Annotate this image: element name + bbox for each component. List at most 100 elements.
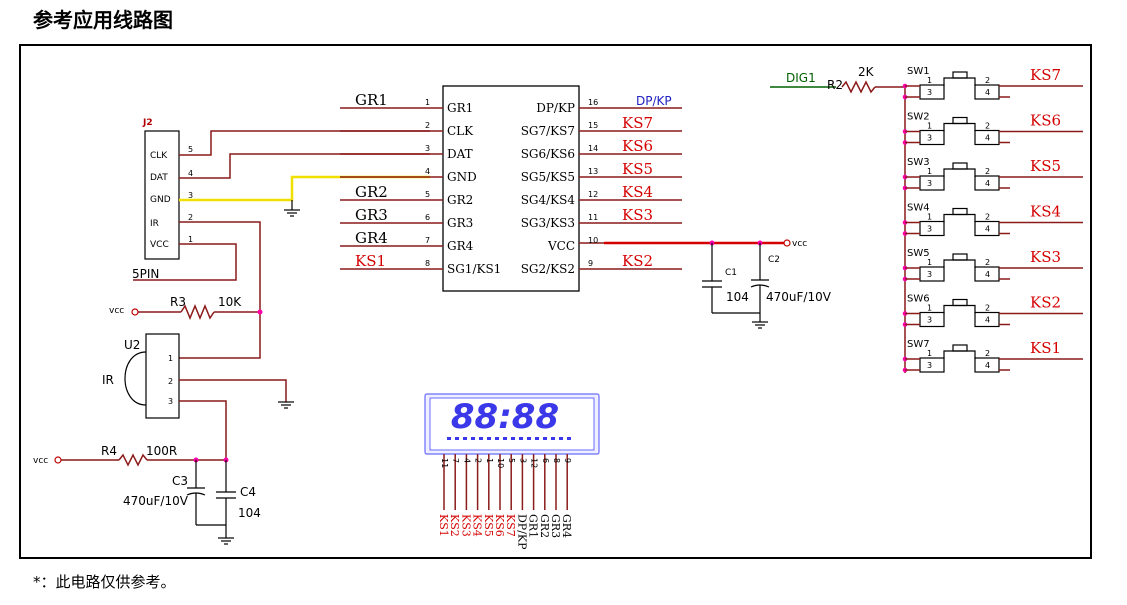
switch-pin: 3 xyxy=(927,179,932,188)
display-pin-label: GR4 xyxy=(560,514,573,538)
switch-pin: 4 xyxy=(985,361,990,370)
ic-pin-name: SG3/KS3 xyxy=(521,216,575,230)
ic-right-net-label: KS2 xyxy=(622,252,653,270)
switch-ref: SW7 xyxy=(907,339,930,350)
switch-net-label: KS6 xyxy=(1030,112,1061,130)
switch-outline xyxy=(919,220,945,237)
ic-pin-name: VCC xyxy=(547,239,575,253)
j2-pin-name-ir: IR xyxy=(150,219,159,229)
display-pin-label: GR2 xyxy=(538,514,551,538)
switch-contact xyxy=(943,122,976,132)
switch-pin: 2 xyxy=(985,167,990,176)
switch-actuator xyxy=(952,162,968,170)
c3-value: 470uF/10V xyxy=(123,494,189,508)
switch-contact xyxy=(943,77,976,86)
switch-actuator xyxy=(952,207,968,216)
switch-actuator xyxy=(952,298,968,307)
ic-pin-number: 6 xyxy=(425,213,430,222)
ic-pin-number: 5 xyxy=(425,190,430,199)
display-pin-number: 11 xyxy=(440,458,449,468)
switch-contact xyxy=(943,304,976,314)
u2-ir-receiver: U2 IR 1 2 3 xyxy=(102,333,294,460)
switch-contact xyxy=(943,213,976,223)
switch-net-label: KS3 xyxy=(1030,248,1061,266)
r3-resistor: vcc R3 10K xyxy=(109,295,263,320)
c2-value: 470uF/10V xyxy=(766,290,832,304)
display-pin-label: DP/KP xyxy=(515,514,528,550)
switch-outline xyxy=(974,266,1000,282)
j2-pin-name-gnd: GND xyxy=(150,195,171,205)
u2-pin-1: 1 xyxy=(168,354,173,363)
display-pin-number: 9 xyxy=(563,458,572,463)
switch-pin: 3 xyxy=(927,270,932,279)
dig1-net: DIG1 xyxy=(786,71,816,85)
ic-right-net-label: KS6 xyxy=(622,137,653,155)
switch-pin: 3 xyxy=(927,88,932,97)
switch-pin: 4 xyxy=(985,316,990,325)
display-pin-number: 3 xyxy=(518,458,527,463)
ic-pin-name: DAT xyxy=(447,147,473,161)
ic-pin-number: 1 xyxy=(425,98,430,107)
r4-vcc: vcc xyxy=(33,456,48,466)
ic-pin-name: GR4 xyxy=(447,239,474,253)
ic-pin-number: 15 xyxy=(588,121,598,130)
switch-outline xyxy=(974,357,1000,373)
switch-ref: SW2 xyxy=(907,112,930,123)
switch-pin: 2 xyxy=(985,122,990,131)
switch-actuator xyxy=(952,344,968,352)
j2-connector: J2 CLK DAT GND IR VCC 5 4 3 2 1 5PIN xyxy=(132,118,193,281)
j2-pin-num-4: 4 xyxy=(188,169,193,178)
switch-outline xyxy=(974,175,1000,191)
display-pin-number: 12 xyxy=(530,458,539,468)
ic-pin-name: GR2 xyxy=(447,193,473,207)
ic-pin-name: GR3 xyxy=(447,216,473,230)
ic-pin-number: 9 xyxy=(588,259,593,268)
switch-pin: 1 xyxy=(927,213,932,222)
footnote: *：此电路仅供参考。 xyxy=(33,573,176,591)
j2-pin-num-2: 2 xyxy=(188,213,193,222)
switch-pin: 1 xyxy=(927,167,932,176)
j2-pin-name-dat: DAT xyxy=(150,173,168,183)
display-pin-number: 2 xyxy=(474,458,483,463)
ic-pin-name: SG5/KS5 xyxy=(521,170,575,184)
switch-ref: SW4 xyxy=(907,203,930,214)
j2-pin-name-vcc: VCC xyxy=(150,240,169,250)
switch-outline xyxy=(974,311,1000,328)
j2-body xyxy=(144,130,180,260)
switch-contact xyxy=(943,168,976,177)
switch-pin: 2 xyxy=(985,258,990,267)
switch-pin: 3 xyxy=(927,225,932,234)
switch-ref: SW6 xyxy=(907,294,930,305)
switch-actuator xyxy=(952,71,968,79)
ic-pin-number: 16 xyxy=(588,98,598,107)
switch-contact xyxy=(943,350,976,359)
ic-pin-name: SG6/KS6 xyxy=(521,147,575,161)
u2-pin-3: 3 xyxy=(168,397,173,406)
led-display: 88:88 11KS17KS24KS32KS41KS510KS65KS73DP/… xyxy=(424,393,600,550)
ic-pin-number: 8 xyxy=(425,259,430,268)
display-pin-label: KS6 xyxy=(493,514,506,537)
display-digits: 88:88 xyxy=(451,397,559,437)
schematic-frame xyxy=(19,44,1092,559)
ic-right-net-label: KS3 xyxy=(622,206,653,224)
switch-outline xyxy=(974,84,1000,100)
switch-outline xyxy=(919,311,945,328)
ic-pin-number: 14 xyxy=(588,144,598,153)
switch-pin: 2 xyxy=(985,304,990,313)
c2-ref: C2 xyxy=(768,255,780,265)
switch-ref: SW1 xyxy=(907,66,930,77)
r4-value: 100R xyxy=(146,444,177,458)
ic-pin-name: GR1 xyxy=(447,101,473,115)
r2-value: 2K xyxy=(858,65,875,79)
switch-pin: 1 xyxy=(927,258,932,267)
ic-pin-number: 10 xyxy=(588,236,598,245)
u2-label: IR xyxy=(102,373,114,387)
switch-pin: 4 xyxy=(985,179,990,188)
switch-outline xyxy=(919,357,945,373)
ic-left-net-label: GR2 xyxy=(355,183,388,201)
